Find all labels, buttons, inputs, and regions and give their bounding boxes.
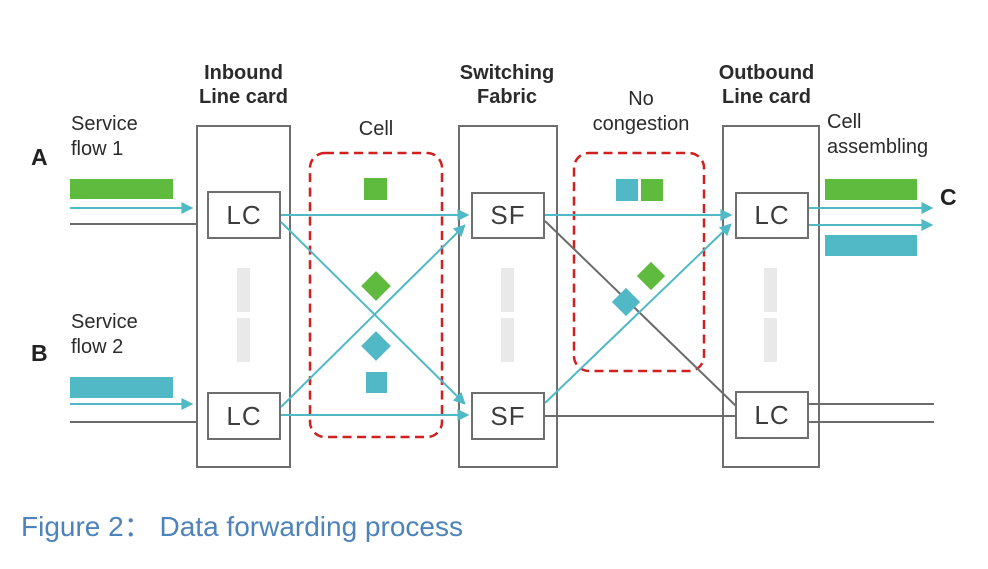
nc-teal-square <box>616 179 638 201</box>
ellipsis-dash <box>501 268 514 312</box>
service-flow-1-label: Service flow 1 <box>71 113 138 160</box>
inbound-lc-bottom-label: LC <box>226 400 262 431</box>
service-flow-1-bar <box>70 179 173 199</box>
ellipsis-dash <box>764 318 777 362</box>
outbound-lc-bottom-label: LC <box>754 399 790 430</box>
service-flow-2-bar <box>70 377 173 398</box>
fabric-sf-bottom-label: SF <box>490 400 526 431</box>
switching-fabric-title: Switching Fabric <box>459 62 555 108</box>
flow-a-letter: A <box>31 144 48 170</box>
sf-top-to-lc-bottom-line <box>544 220 737 407</box>
ellipsis-dash <box>501 318 514 362</box>
inbound-lc-bottom-box <box>207 392 281 440</box>
fabric-sf-top-label: SF <box>490 200 526 230</box>
inbound-line-card-title: Inbound Line card <box>199 62 288 108</box>
sf-bottom-to-lc-top-arrow <box>544 223 732 404</box>
inbound-lc-top-label: LC <box>226 199 262 230</box>
nc-green-square <box>641 179 663 201</box>
fabric-sf-bottom-box <box>471 392 545 440</box>
service-flow-2-label: Service flow 2 <box>71 311 138 358</box>
ellipsis-dash <box>237 268 250 312</box>
outbound-lc-top-label: LC <box>754 200 790 230</box>
lc-bottom-to-sf-top-arrow <box>280 224 466 408</box>
figure-caption: Figure 2： Data forwarding process <box>21 511 463 542</box>
ellipsis-dash <box>237 318 250 362</box>
cell-assembling-label: Cell assembling <box>827 111 929 158</box>
outbound-line-card-title: Outbound Line card <box>718 62 815 108</box>
no-congestion-label: No congestion <box>592 88 690 135</box>
ellipsis-dash <box>764 268 777 312</box>
flow-b-letter: B <box>31 340 48 366</box>
flow-c-letter: C <box>940 184 957 210</box>
inbound-lc-top-box <box>207 191 281 239</box>
cell-green-square <box>364 178 387 200</box>
nc-green-diamond <box>636 261 666 291</box>
assembled-green-bar <box>825 179 917 200</box>
lc-top-to-sf-bottom-arrow <box>280 221 466 405</box>
no-congestion-dashed-box <box>572 151 706 373</box>
nc-teal-diamond <box>611 287 641 317</box>
outbound-lc-bottom-box <box>735 391 809 439</box>
cell-label: Cell <box>358 118 394 140</box>
cell-green-diamond <box>361 271 391 301</box>
fabric-sf-top-box <box>471 192 545 239</box>
assembled-teal-bar <box>825 235 917 256</box>
cell-dashed-box <box>308 151 444 439</box>
cell-teal-diamond <box>361 331 391 361</box>
outbound-lc-top-box <box>735 192 809 239</box>
cell-teal-square <box>366 372 387 393</box>
